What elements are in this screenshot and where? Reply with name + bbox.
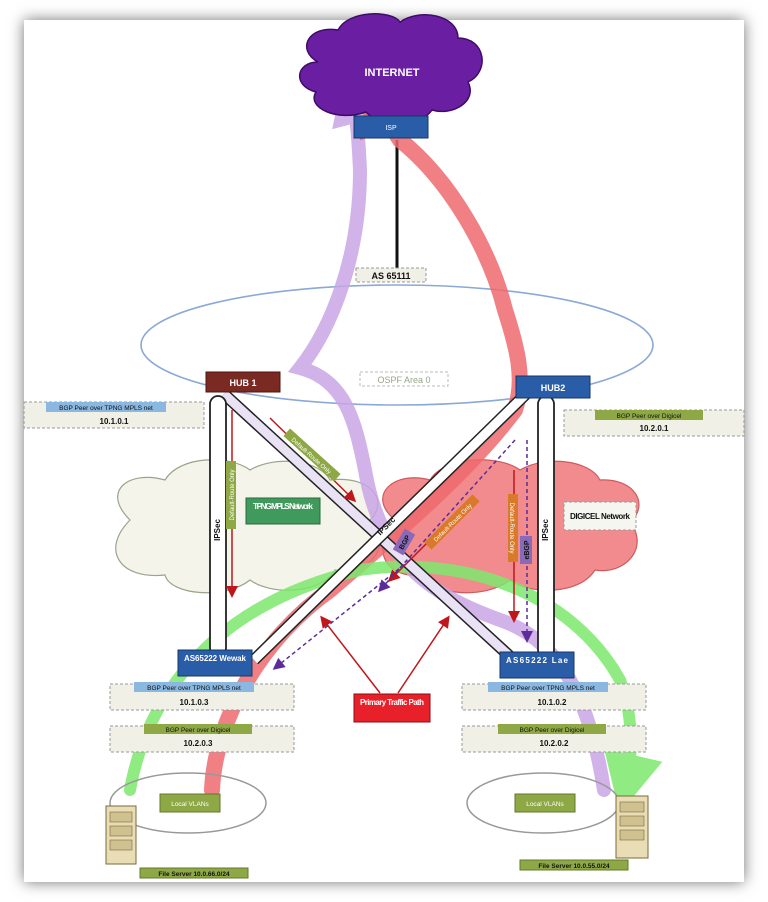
lae-vlan-label: Local VLANs (526, 801, 564, 808)
default-route-label-right: Default-Route Only (508, 494, 518, 562)
wewak-router (177, 649, 253, 677)
primary-traffic-arrow-left (320, 615, 381, 694)
wewak-peer2-tag (144, 724, 252, 734)
primary-traffic-arrow-right (397, 615, 450, 694)
wewak-ip2: 10.2.0.3 (184, 739, 213, 748)
ipsec-tunnel-hub2-wewak (249, 387, 533, 665)
lae-server-label: File Server 10.0.55.0/24 (538, 863, 610, 870)
svg-text:Default-Route Only: Default-Route Only (230, 469, 236, 520)
wewak-vlan-box (159, 793, 221, 813)
ospf-label: OSPF Area 0 (377, 375, 430, 385)
primary-traffic-label: Primary Traffic Path (360, 698, 424, 707)
internet-cloud (298, 13, 483, 124)
ipsec-label-right: IPSec (541, 519, 550, 541)
lae-peer1-tag (488, 682, 608, 692)
hub2-peer-label: BGP Peer over Digicel (617, 413, 682, 420)
ipsec-tunnel-hub1-lae (219, 389, 521, 667)
wewak-file-server-icon (105, 805, 137, 865)
ospf-area-ellipse (140, 284, 654, 406)
hub1-peer-tag (46, 402, 166, 412)
hub1-ip: 10.1.0.1 (100, 417, 129, 426)
wewak-server-tag (139, 867, 249, 879)
wewak-label: AS65222 Wewak (184, 654, 247, 663)
wewak-peer2-label: BGP Peer over Digicel (166, 727, 231, 734)
lae-ip2: 10.2.0.2 (540, 739, 569, 748)
hub2-ip: 10.2.0.1 (640, 424, 669, 433)
default-route-label-left: Default-Route Only (226, 461, 236, 529)
svg-text:Default-Route Only: Default-Route Only (508, 502, 514, 553)
lae-peer2-label: BGP Peer over Digicel (520, 727, 585, 734)
hub1-label: HUB 1 (229, 378, 256, 388)
tpng-label: TPNG MPLS Network (253, 501, 313, 511)
isp-router (353, 115, 429, 139)
wewak-peer1-label: BGP Peer over TPNG MPLS net (147, 685, 241, 692)
lae-peer2-tag (498, 724, 606, 734)
digicel-label: DIGICEL Network (570, 512, 631, 521)
wewak-peer1-tag (134, 682, 254, 692)
tpng-label-box (245, 497, 321, 525)
lae-label: AS65222 Lae (506, 656, 569, 665)
digicel-label-box (563, 501, 637, 531)
internet-label: INTERNET (365, 67, 420, 79)
primary-traffic-box (353, 693, 431, 723)
lae-vlan-box (514, 793, 576, 813)
wewak-server-label: File Server 10.0.66.0/24 (158, 871, 230, 878)
ospf-label-box (359, 371, 449, 387)
lavender-path (287, 67, 611, 797)
lae-file-server-icon (615, 795, 649, 859)
lae-ip1: 10.1.0.2 (538, 698, 567, 707)
hub2-peer-tag (595, 410, 703, 420)
hub2-label: HUB2 (541, 383, 566, 393)
hub1-peer-label: BGP Peer over TPNG MPLS net (59, 405, 153, 412)
hub2-router (515, 375, 591, 399)
ipsec-label-left: IPSec (213, 519, 222, 541)
bgp-arrow-diagonal-1 (377, 439, 516, 593)
bgp-arrow-diagonal-2 (272, 559, 411, 670)
lae-router (499, 651, 575, 679)
wewak-ip1: 10.1.0.3 (180, 698, 209, 707)
lae-peer1-label: BGP Peer over TPNG MPLS net (501, 685, 595, 692)
ebgp-label: eBGP (520, 536, 532, 564)
wewak-vlan-label: Local VLANs (171, 801, 209, 808)
isp-label: ISP (385, 125, 397, 132)
hub1-router (205, 371, 281, 393)
wewak-vlan-ellipse (109, 772, 267, 834)
svg-text:eBGP: eBGP (524, 540, 531, 559)
as-label-box (355, 267, 427, 283)
as-label: AS 65111 (371, 271, 410, 281)
lae-server-tag (519, 859, 629, 871)
